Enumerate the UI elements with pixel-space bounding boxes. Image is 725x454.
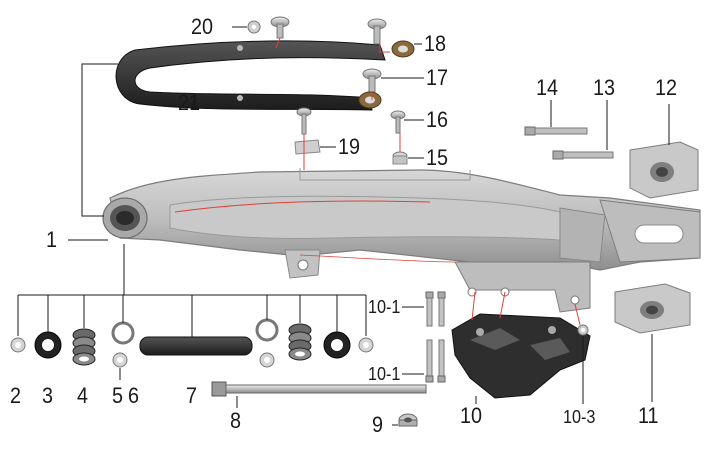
bearing-stack-4 xyxy=(72,328,96,366)
callout-8: 8 xyxy=(230,408,242,433)
sleeve-7 xyxy=(139,336,253,356)
callout-5: 5 xyxy=(112,383,124,408)
callout-10: 10 xyxy=(460,403,483,428)
callout-20: 20 xyxy=(191,14,214,39)
chain-slider xyxy=(115,40,386,111)
bolt-10-1-d xyxy=(437,339,446,383)
red-connectors xyxy=(275,37,581,326)
nut-10-3 xyxy=(577,324,589,336)
bolt-10-1-c xyxy=(425,339,434,383)
callout-16: 16 xyxy=(426,107,449,132)
callout-10-1-bottom: 10-1 xyxy=(368,364,401,384)
callout-17: 17 xyxy=(426,65,449,90)
bolt-20 xyxy=(270,16,290,39)
callout-9: 9 xyxy=(372,412,384,437)
adjuster-block-11 xyxy=(614,283,691,334)
callout-12: 12 xyxy=(655,75,678,100)
spacer-15 xyxy=(392,151,408,165)
callout-3: 3 xyxy=(42,383,54,408)
callout-1: 1 xyxy=(46,227,58,252)
bolt-16 xyxy=(390,110,406,134)
callout-10-1-top: 10-1 xyxy=(368,297,401,317)
callout-19: 19 xyxy=(338,134,361,159)
adjuster-block-12 xyxy=(629,141,699,199)
bolt-14 xyxy=(524,126,588,136)
bolt-18 xyxy=(367,18,387,45)
callout-7: 7 xyxy=(186,383,198,408)
pivot-shaft-8 xyxy=(211,381,427,397)
o-ring-6 xyxy=(111,321,135,345)
chain-guide-10 xyxy=(451,313,591,399)
bolt-10-1-b xyxy=(437,291,446,327)
callout-14: 14 xyxy=(536,75,559,100)
callout-4: 4 xyxy=(77,383,89,408)
callout-13: 13 xyxy=(593,75,616,100)
callout-15: 15 xyxy=(426,145,449,170)
bolt-19 xyxy=(294,107,321,155)
callout-18: 18 xyxy=(424,31,447,56)
callout-11: 11 xyxy=(638,403,659,428)
callout-10-3: 10-3 xyxy=(563,407,596,427)
leader-lines xyxy=(17,26,670,426)
callout-21: 21 xyxy=(178,90,201,115)
callout-6: 6 xyxy=(128,383,140,408)
bolt-13 xyxy=(552,150,614,160)
callout-2: 2 xyxy=(10,383,22,408)
bolt-17 xyxy=(362,68,382,93)
o-ring-6b xyxy=(255,318,279,342)
swingarm xyxy=(102,168,701,313)
bolt-10-1-a xyxy=(425,291,434,327)
nut-9 xyxy=(398,413,418,427)
bearing-stack-4b xyxy=(288,323,312,361)
